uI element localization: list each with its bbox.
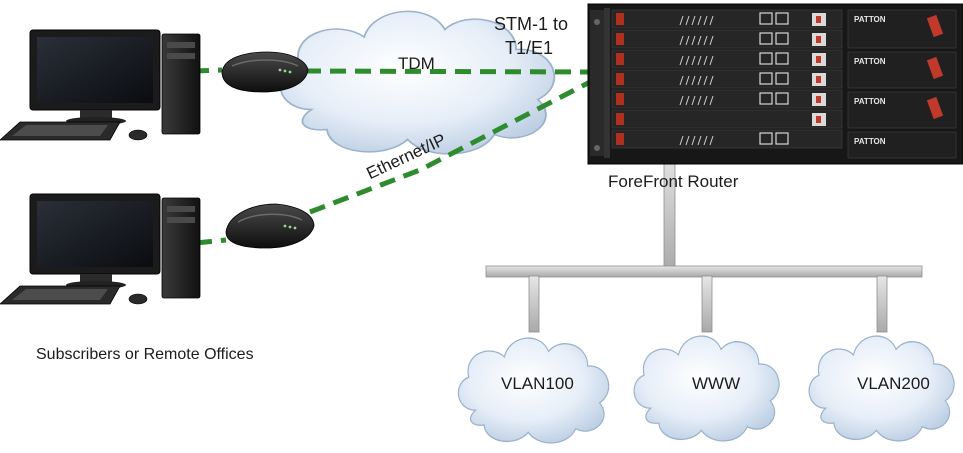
router-brand-text: PATTON — [854, 57, 886, 66]
subscribers-label: Subscribers or Remote Offices — [36, 346, 254, 363]
vlan200-label: VLAN200 — [857, 374, 930, 393]
rack-router-icon: PATTON PATTON PATTON PATTON — [587, 3, 963, 165]
www-label: WWW — [692, 374, 741, 393]
vlan100-label: VLAN100 — [501, 374, 574, 393]
desktop-computer-icon — [0, 193, 201, 305]
modem-icon — [225, 203, 315, 249]
router-label: ForeFront Router — [608, 172, 739, 191]
router-card — [611, 9, 843, 149]
router-brand-text: PATTON — [854, 137, 886, 146]
modem-icon — [221, 51, 309, 93]
vlan-bus — [485, 149, 923, 333]
router-brand-text: PATTON — [854, 15, 886, 24]
tdm-label: TDM — [398, 54, 435, 73]
desktop-computer-icon — [0, 29, 201, 141]
stm-label-line2: T1/E1 — [505, 38, 554, 58]
stm-label-line1: STM-1 to — [494, 14, 569, 34]
router-brand-text: PATTON — [854, 97, 886, 106]
